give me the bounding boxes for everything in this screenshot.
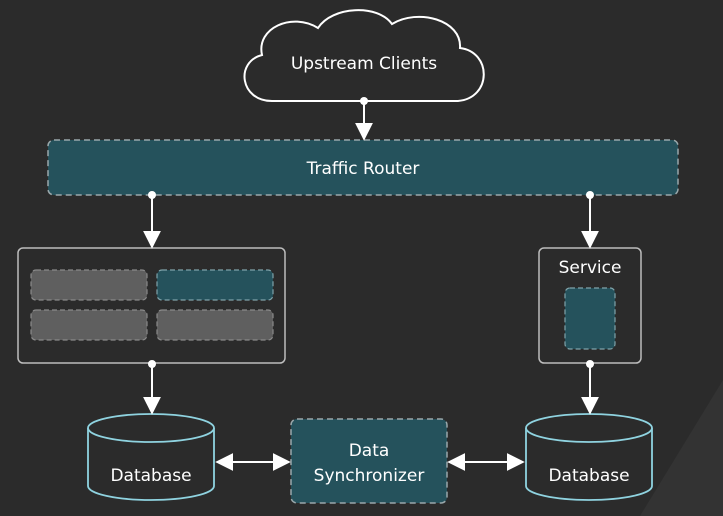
cloud-shape [243,9,485,102]
service-label: Service [559,258,622,278]
database-left-node[interactable]: Database [87,413,215,501]
database-right-node[interactable]: Database [525,413,653,501]
database-right-top [525,413,653,443]
data-synchronizer-label-line1: Data [349,441,390,461]
service-group-left-frame [17,247,286,364]
database-left-body [87,428,215,501]
background-shape [640,380,723,516]
data-synchronizer-box [290,418,448,504]
database-left-label: Database [110,466,191,486]
instance-block [30,269,148,301]
traffic-router-box [47,139,679,196]
upstream-clients-node[interactable]: Upstream Clients [243,9,485,102]
service-instance [564,287,616,350]
upstream-clients-label: Upstream Clients [291,54,437,74]
connector-dot [586,360,594,368]
database-left-top [87,413,215,443]
connector-dot [148,360,156,368]
traffic-router-label: Traffic Router [306,159,420,179]
service-node-right[interactable]: Service [538,247,642,364]
instance-block [156,309,274,341]
service-group-left[interactable] [17,247,286,364]
data-synchronizer-node[interactable]: Data Synchronizer [290,418,448,504]
connector-dot [586,191,594,199]
instance-block [30,309,148,341]
data-synchronizer-label-line2: Synchronizer [314,466,425,486]
traffic-router-node[interactable]: Traffic Router [47,139,679,196]
connector-dot [360,97,368,105]
connector-dot [148,191,156,199]
database-right-body [525,428,653,501]
instance-block-active [156,269,274,301]
database-right-label: Database [548,466,629,486]
